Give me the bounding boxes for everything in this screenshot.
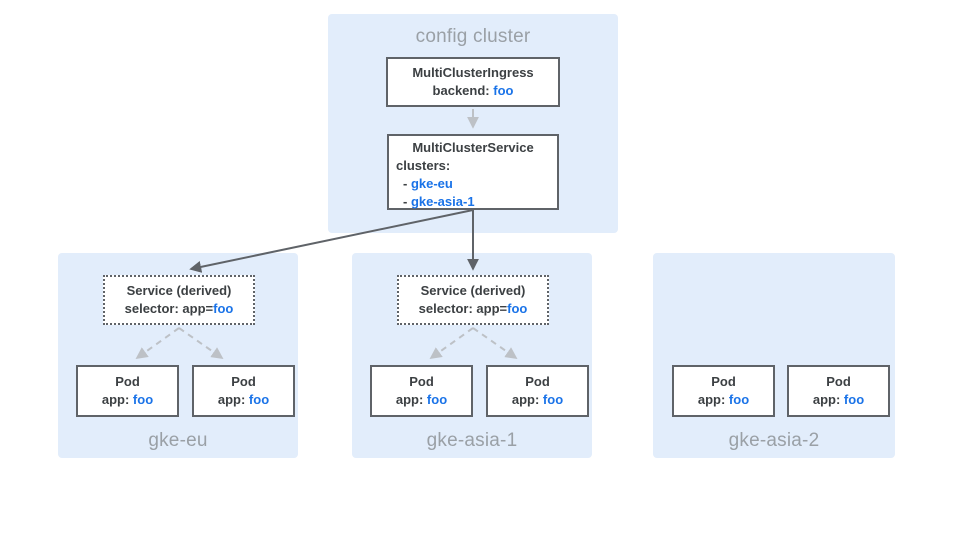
pod-box: Pod app: foo [672,365,775,417]
item-prefix: - [403,194,411,209]
item-prefix: - [403,176,411,191]
box-title: Service (derived) [420,283,526,298]
cluster-label-gke-eu: gke-eu [148,430,208,451]
pod-field: app: foo [488,391,587,409]
field-label: app: [697,392,729,407]
config-cluster-title: config cluster [415,26,531,47]
pod-box: Pod app: foo [192,365,295,417]
field-label: backend: [432,83,494,98]
field-value: foo [132,392,154,407]
pod-box: Pod app: foo [370,365,473,417]
field-label: app: [101,392,133,407]
field-label: app: [812,392,844,407]
item-name: gke-eu [410,176,453,191]
field-value: foo [426,392,448,407]
derived-service-box-gke-asia-1: Service (derived) selector: app=foo [397,275,549,325]
box-selector: selector: app=foo [105,300,253,318]
field-value: foo [728,392,750,407]
pod-title: Pod [409,374,434,389]
multi-cluster-ingress-box: MultiClusterIngress backend: foo [386,57,560,107]
pod-title: Pod [826,374,851,389]
pod-title: Pod [115,374,140,389]
selector-value: foo [507,301,528,316]
selector-label: selector: app= [124,301,214,316]
pod-field: app: foo [674,391,773,409]
field-label: app: [395,392,427,407]
selector-label: selector: app= [418,301,508,316]
pod-field: app: foo [194,391,293,409]
field-label: app: [217,392,249,407]
pod-box: Pod app: foo [76,365,179,417]
box-field: clusters: [396,158,451,173]
pod-title: Pod [231,374,256,389]
derived-service-box-gke-eu: Service (derived) selector: app=foo [103,275,255,325]
field-label: app: [511,392,543,407]
cluster-list-item: - gke-asia-1 [389,193,557,211]
multi-cluster-service-box: MultiClusterService clusters: - gke-eu -… [387,134,559,210]
pod-title: Pod [711,374,736,389]
box-title: MultiClusterService [412,140,534,155]
pod-field: app: foo [789,391,888,409]
cluster-label-gke-asia-1: gke-asia-1 [426,430,518,451]
cluster-label-gke-asia-2: gke-asia-2 [728,430,820,451]
pod-title: Pod [525,374,550,389]
pod-field: app: foo [372,391,471,409]
cluster-list-item: - gke-eu [389,175,557,193]
cluster-panel-gke-asia-2 [653,253,895,458]
field-value: foo [248,392,270,407]
field-value: foo [843,392,865,407]
pod-box: Pod app: foo [486,365,589,417]
pod-field: app: foo [78,391,177,409]
selector-value: foo [213,301,234,316]
item-name: gke-asia-1 [410,194,475,209]
box-title: MultiClusterIngress [412,65,534,80]
box-selector: selector: app=foo [399,300,547,318]
box-field: backend: foo [388,82,558,100]
pod-box: Pod app: foo [787,365,890,417]
field-value: foo [493,83,514,98]
field-value: foo [542,392,564,407]
box-title: Service (derived) [126,283,232,298]
